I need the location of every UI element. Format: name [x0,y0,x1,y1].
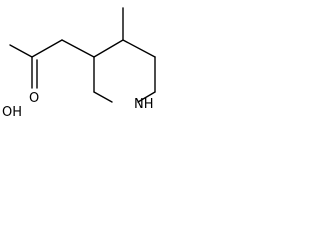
ring-bond-c3-c4 [93,39,124,58]
sidechain-bond-ch2-carbonyl [31,39,63,58]
ring-bond-n1-c2 [93,91,113,103]
hydroxyl-label: OH [2,105,22,120]
ring-bond-c4-c5 [122,39,156,58]
hydroxyl-bond [9,44,33,58]
ring-bond-c6-n1 [137,91,156,103]
oxygen-label: O [29,91,39,106]
sidechain-bond-c3-ch2 [61,39,95,58]
nitrogen-label: NH [134,97,154,112]
chemical-structure: NH O OH [2,7,156,120]
